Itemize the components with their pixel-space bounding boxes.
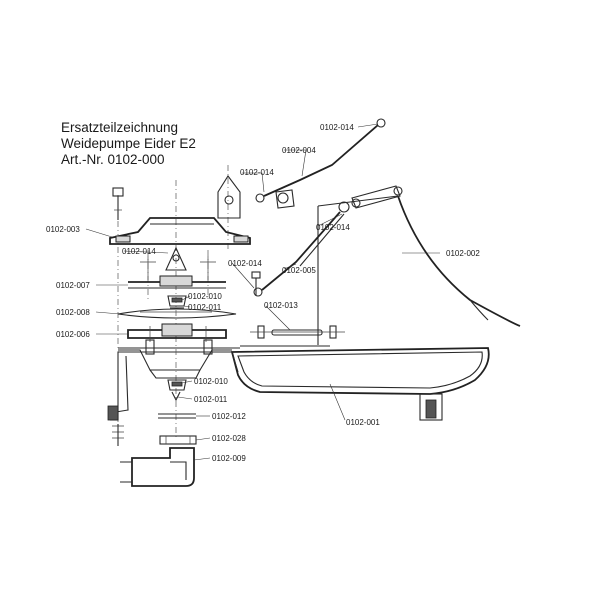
valve-lower	[167, 379, 187, 402]
label-0102-014-pin: 0102-014	[228, 259, 262, 268]
hose-clamp	[159, 435, 197, 445]
valve-upper	[167, 295, 187, 309]
seal-ring	[158, 413, 196, 419]
pull-rod	[250, 325, 345, 339]
lever-arm	[255, 118, 386, 209]
label-0102-002: 0102-002	[446, 249, 480, 258]
label-0102-006: 0102-006	[56, 330, 90, 339]
label-0102-014-lever: 0102-014	[240, 168, 274, 177]
label-0102-005: 0102-005	[282, 266, 316, 275]
label-0102-007: 0102-007	[56, 281, 90, 290]
label-0102-011-upper: 0102-011	[188, 303, 222, 312]
outlet-elbow	[120, 447, 195, 487]
membrane	[117, 308, 237, 319]
label-0102-013: 0102-013	[264, 301, 298, 310]
pump-ring	[128, 275, 226, 289]
lever-housing	[240, 195, 521, 347]
label-0102-004: 0102-004	[282, 146, 316, 155]
label-0102-010-upper: 0102-010	[188, 292, 222, 301]
leader-lines	[85, 123, 440, 461]
label-0102-003: 0102-003	[46, 225, 80, 234]
label-0102-028: 0102-028	[212, 434, 246, 443]
drawing-title: Ersatzteilzeichnung	[61, 120, 179, 135]
plunger-assembly	[140, 246, 216, 280]
lower-plate	[127, 323, 227, 342]
product-name: Weidepumpe Eider E2	[61, 136, 196, 151]
label-0102-011-lower: 0102-011	[194, 395, 228, 404]
mounting-bolt	[112, 424, 124, 446]
label-0102-001: 0102-001	[346, 418, 380, 427]
handle-bracket	[338, 185, 403, 213]
connecting-rod	[253, 211, 345, 297]
label-0102-012: 0102-012	[212, 412, 246, 421]
linkage-pin	[251, 271, 261, 296]
pump-body	[107, 339, 232, 421]
label-0102-014-rod: 0102-014	[316, 223, 350, 232]
article-number: Art.-Nr. 0102-000	[61, 152, 165, 167]
label-0102-008: 0102-008	[56, 308, 90, 317]
pump-trough	[118, 347, 490, 421]
pump-cover	[109, 175, 251, 245]
label-0102-009: 0102-009	[212, 454, 246, 463]
label-0102-014-top: 0102-014	[320, 123, 354, 132]
label-0102-014-cover: 0102-014	[122, 247, 156, 256]
label-0102-010-lower: 0102-010	[194, 377, 228, 386]
